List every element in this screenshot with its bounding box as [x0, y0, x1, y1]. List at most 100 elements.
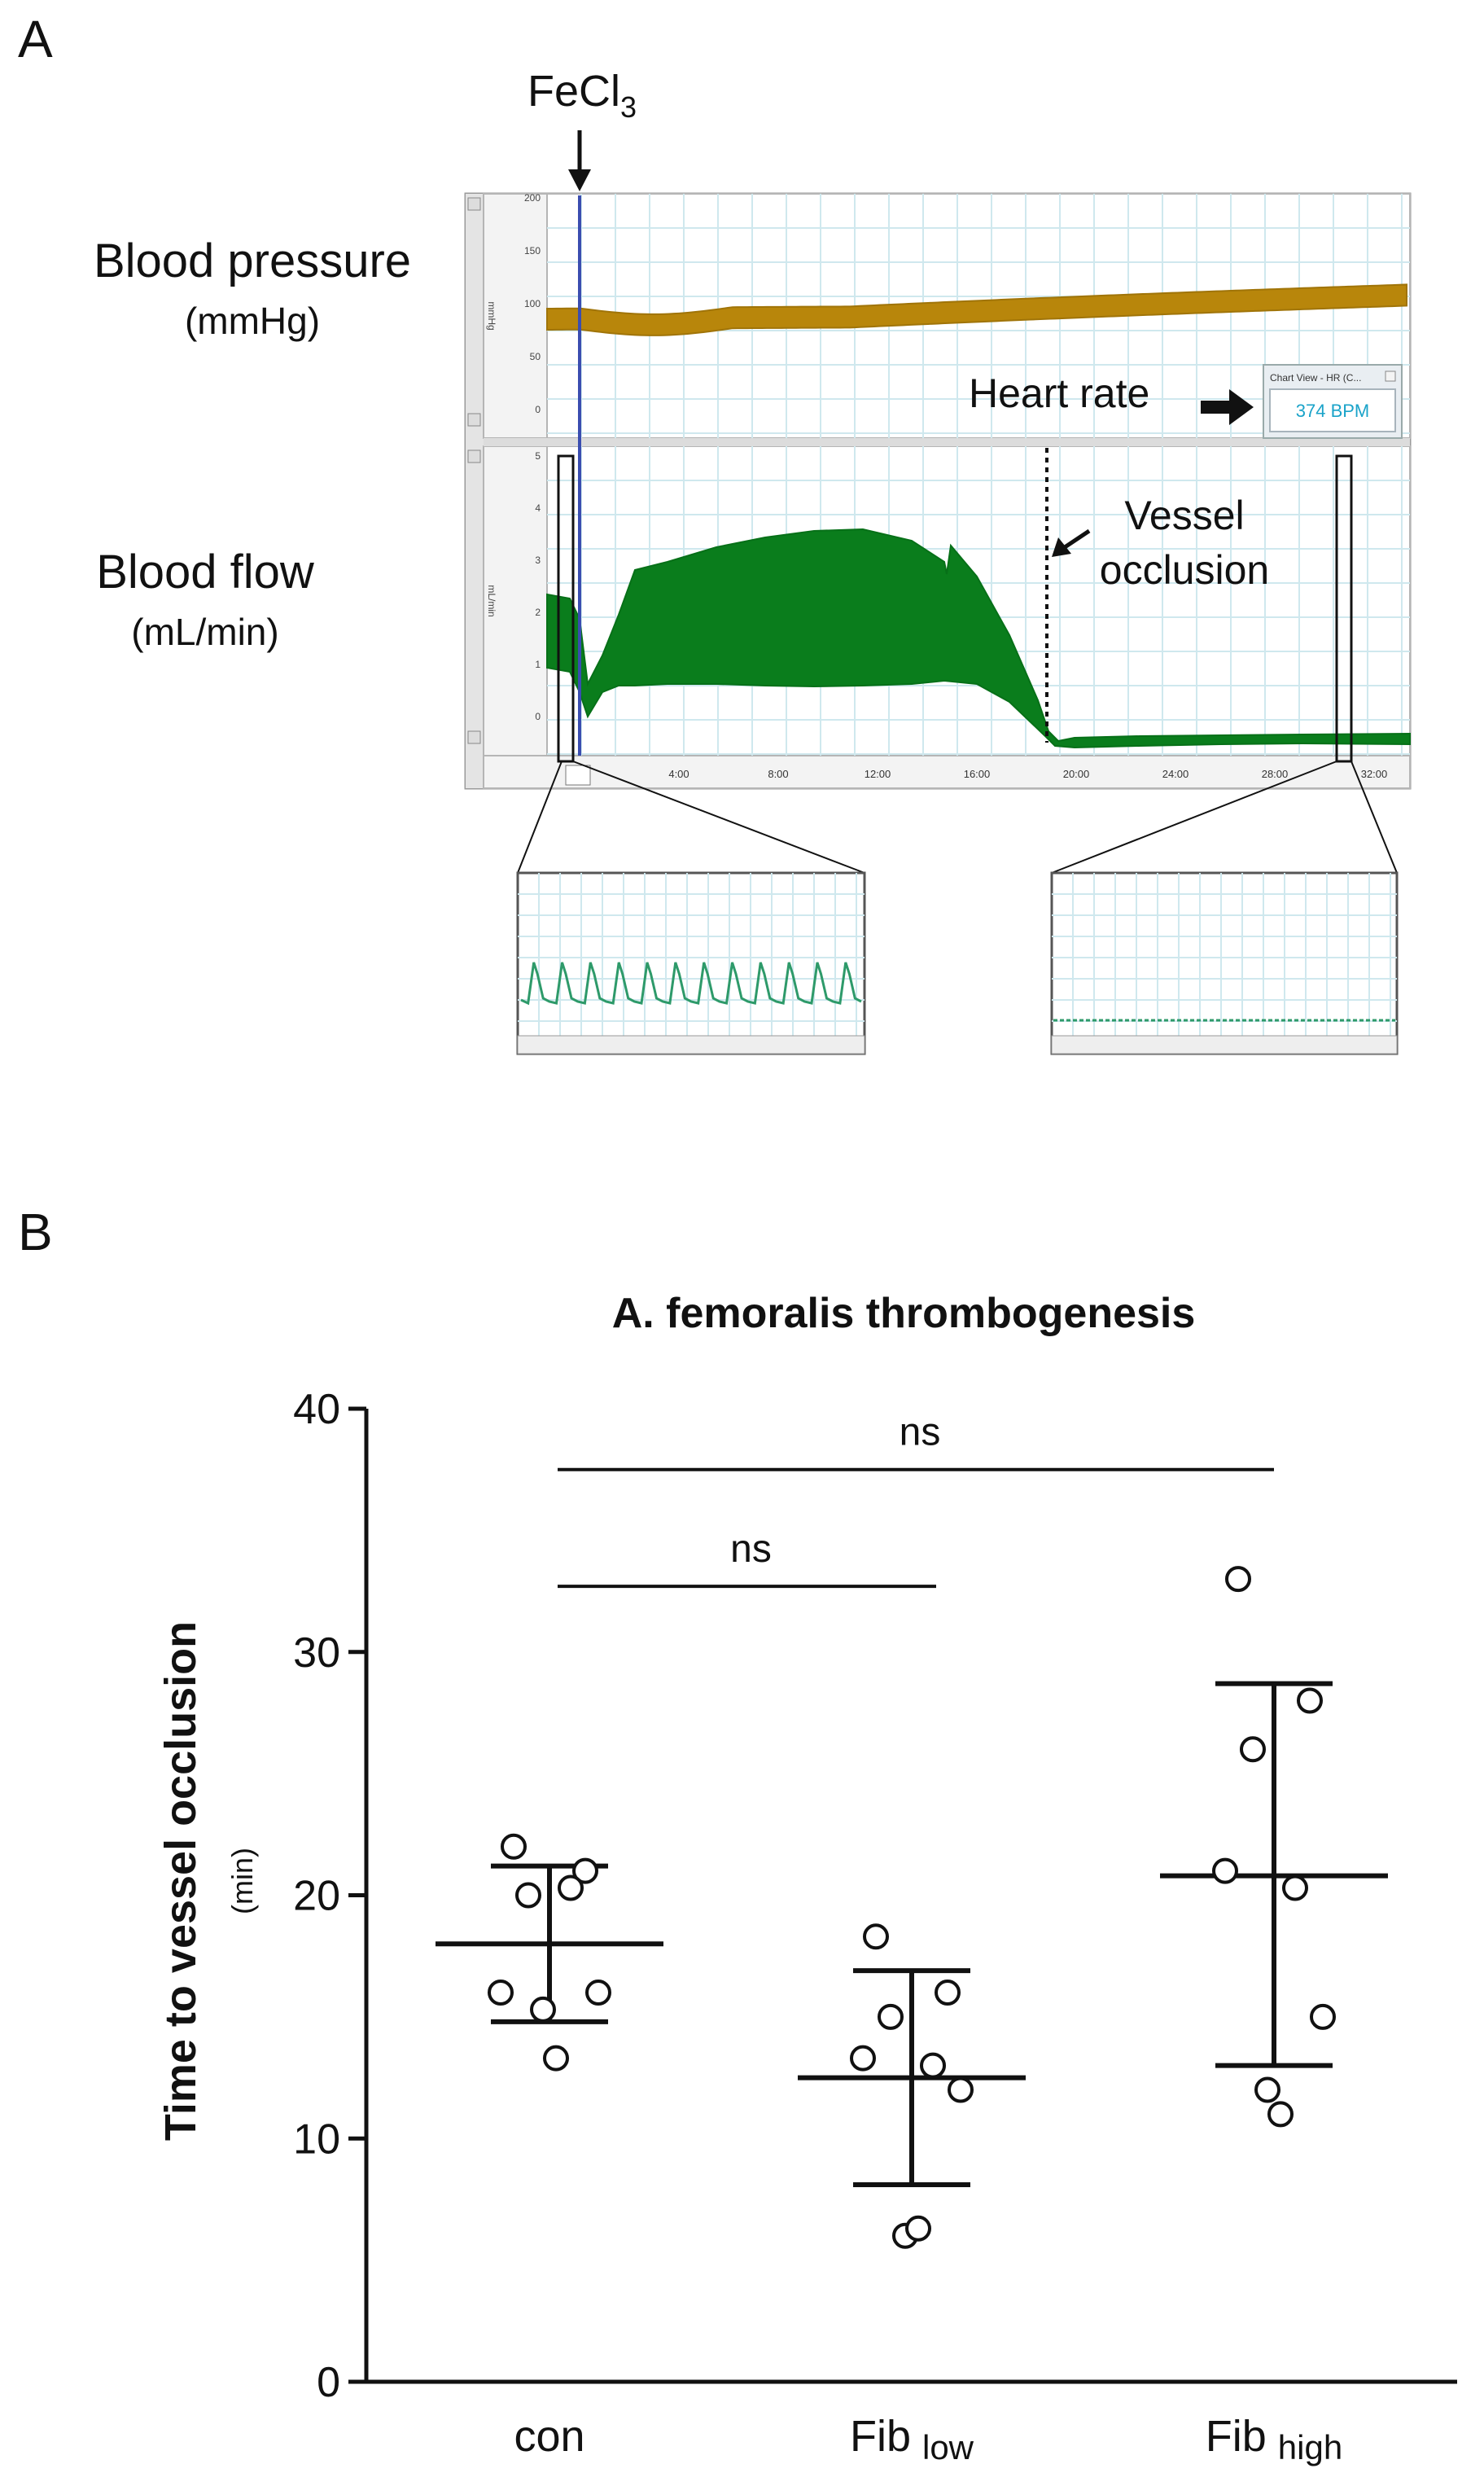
inset-left-frame — [516, 871, 866, 1055]
x-tick-label-sub: low — [922, 2428, 974, 2466]
data-point — [543, 2045, 569, 2072]
flow-tick-label: 0 — [535, 711, 541, 722]
blood-flow-unit: (mL/min) — [131, 611, 278, 653]
time-tick-label: 28:00 — [1262, 768, 1289, 780]
flow-tick-label: 4 — [535, 502, 541, 514]
y-tick-label: 0 — [317, 2359, 340, 2406]
flow-tick-label: 5 — [535, 450, 541, 462]
inset-right-axis — [1051, 1035, 1398, 1054]
y-tick-label: 20 — [293, 1873, 340, 1920]
data-point — [948, 2076, 974, 2103]
occlusion-arrow-shaft — [1063, 528, 1091, 550]
y-axis-label: Time to vessel occlusion — [156, 1621, 205, 2141]
occlusion-label-line2: occlusion — [1100, 547, 1269, 593]
fecl3-subscript: 3 — [620, 90, 637, 124]
scale-button-flow-bottom[interactable] — [467, 730, 481, 744]
inset-left — [516, 871, 866, 1055]
data-point — [558, 1874, 584, 1901]
blood-pressure-unit: (mmHg) — [185, 300, 320, 342]
y-tick-label: 30 — [293, 1629, 340, 1677]
time-cursor-box[interactable] — [565, 765, 591, 786]
time-tick-label: 16:00 — [964, 768, 991, 780]
occlusion-arrow-head — [1052, 537, 1071, 557]
data-point — [1297, 1687, 1323, 1714]
data-point — [1225, 1566, 1251, 1593]
data-point — [572, 1857, 598, 1884]
flow-axis-unit: mL/min — [486, 585, 497, 616]
data-point — [1267, 2101, 1294, 2128]
x-tick-label-sub: high — [1278, 2428, 1342, 2466]
data-point — [850, 2045, 876, 2072]
inset-left-pulse-trace — [520, 962, 862, 1006]
hr-close-icon[interactable] — [1385, 370, 1396, 382]
left-gutter — [466, 194, 484, 788]
data-point — [1240, 1736, 1266, 1763]
occlusion-label-line1: Vessel — [1124, 493, 1244, 538]
data-point — [920, 2052, 946, 2079]
data-point — [585, 1980, 611, 2006]
x-tick-label-main: Fib — [1206, 2412, 1267, 2461]
heart-rate-box: Chart View - HR (C... 374 BPM — [1263, 364, 1403, 439]
data-point — [1254, 2076, 1280, 2103]
blood-flow-label: Blood flow — [96, 546, 315, 598]
y-tick-label: 10 — [293, 2116, 340, 2163]
data-point — [935, 1980, 961, 2006]
time-tick-label: 12:00 — [865, 768, 891, 780]
heart-rate-arrow — [1201, 389, 1254, 425]
significance-label: ns — [900, 1411, 941, 1454]
scale-button-bp-top[interactable] — [467, 197, 481, 211]
time-tick-label: 24:00 — [1162, 768, 1189, 780]
time-tick-label: 32:00 — [1361, 768, 1388, 780]
connector-left-a — [517, 761, 563, 874]
connector-left-b — [572, 761, 865, 874]
data-point — [1282, 1874, 1308, 1901]
scale-button-flow-top[interactable] — [467, 449, 481, 463]
x-tick-label-main: Fib — [850, 2412, 911, 2461]
inset-left-axis — [517, 1035, 865, 1054]
data-point — [501, 1833, 527, 1860]
time-axis-strip — [483, 755, 1411, 789]
heart-rate-label: Heart rate — [969, 370, 1149, 416]
chart-title: A. femoralis thrombogenesis — [612, 1290, 1196, 1337]
inset-right — [1050, 871, 1399, 1055]
bp-tick-label: 150 — [524, 245, 541, 256]
data-point — [1212, 1857, 1238, 1884]
flow-tick-label: 1 — [535, 659, 541, 670]
blood-pressure-trace — [546, 283, 1407, 336]
scale-button-bp-bottom[interactable] — [467, 413, 481, 427]
channel-divider — [484, 438, 1410, 446]
data-point — [488, 1980, 514, 2006]
bp-tick-label: 50 — [530, 351, 541, 362]
hr-value: 374 BPM — [1296, 401, 1370, 421]
hr-value-field — [1269, 388, 1396, 432]
blood-pressure-label: Blood pressure — [94, 235, 411, 287]
fecl3-label: FeCl3 — [527, 67, 637, 124]
zoom-window-left — [557, 454, 575, 763]
connector-right-b — [1350, 761, 1398, 874]
panel-a-label: A — [18, 10, 53, 68]
x-tick-label-main: con — [514, 2412, 584, 2461]
data-point — [863, 1923, 889, 1950]
bp-tick-label: 0 — [535, 404, 541, 415]
fecl3-base: FeCl — [527, 67, 620, 116]
x-tick-label: con — [514, 2412, 584, 2461]
flow-tick-labels: 5 4 3 2 1 0 — [535, 450, 541, 722]
hr-box-title: Chart View - HR (C... — [1270, 372, 1361, 384]
flow-tick-label: 3 — [535, 555, 541, 566]
data-point — [530, 1996, 556, 2023]
blood-flow-trace — [546, 528, 1411, 749]
zoom-window-right — [1335, 454, 1353, 763]
flow-tick-label: 2 — [535, 607, 541, 618]
y-axis-unit: (min) — [225, 1848, 259, 1914]
bp-tick-label: 100 — [524, 298, 541, 309]
bp-axis-unit: mmHg — [486, 301, 497, 330]
bp-tick-label: 200 — [524, 192, 541, 204]
significance-label: ns — [730, 1528, 772, 1571]
time-tick-label: 4:00 — [668, 768, 689, 780]
